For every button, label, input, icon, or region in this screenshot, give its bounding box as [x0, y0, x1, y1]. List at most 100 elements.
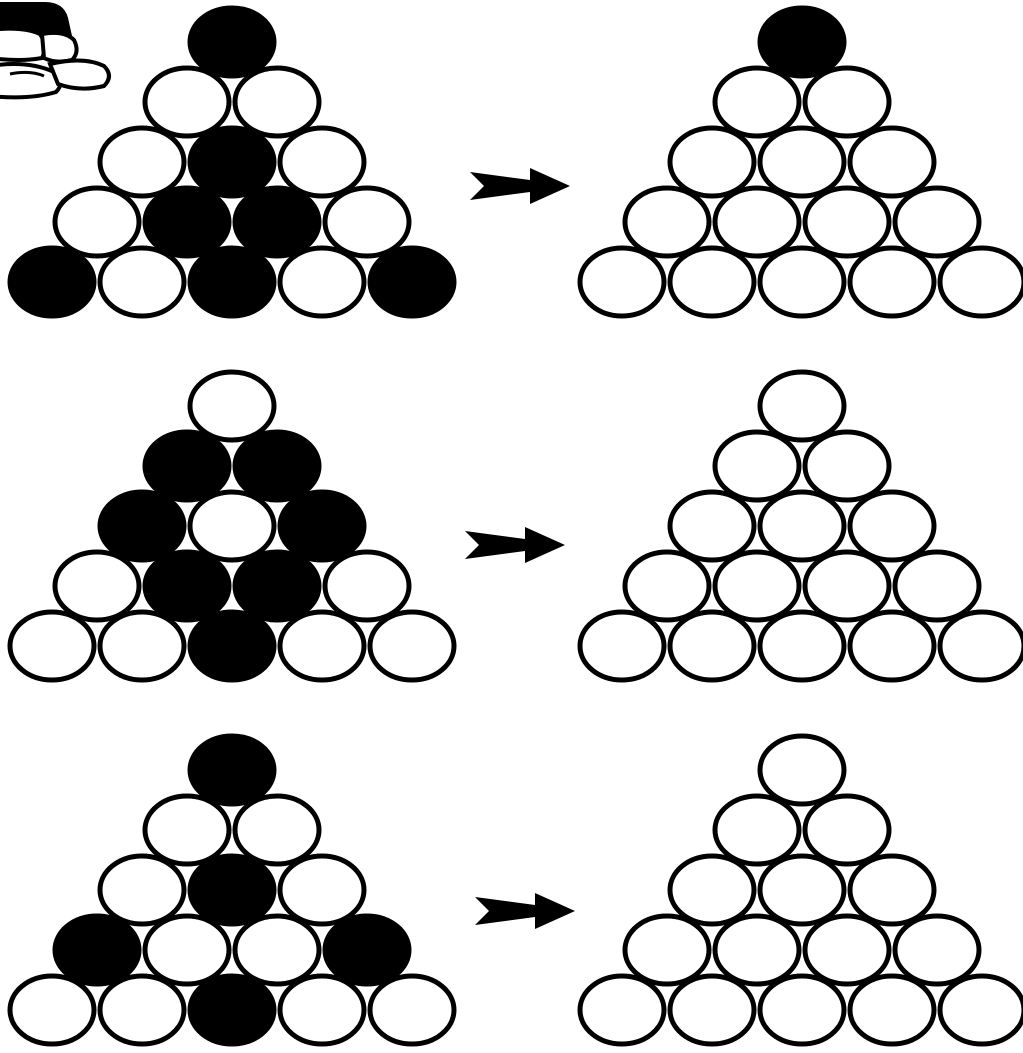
empty-coin[interactable] — [757, 245, 847, 319]
empty-coin[interactable] — [847, 245, 937, 319]
empty-coin[interactable] — [667, 973, 757, 1047]
filled-coin[interactable] — [142, 429, 232, 503]
filled-coin[interactable] — [187, 609, 277, 683]
empty-coin[interactable] — [757, 125, 847, 199]
empty-coin[interactable] — [847, 489, 937, 563]
empty-coin[interactable] — [667, 125, 757, 199]
filled-coin[interactable] — [7, 245, 97, 319]
empty-coin[interactable] — [277, 125, 367, 199]
empty-coin[interactable] — [757, 489, 847, 563]
empty-coin[interactable] — [802, 185, 892, 259]
empty-coin[interactable] — [802, 549, 892, 623]
empty-coin[interactable] — [577, 245, 667, 319]
filled-coin[interactable] — [187, 125, 277, 199]
filled-coin[interactable] — [187, 973, 277, 1047]
empty-coin[interactable] — [277, 609, 367, 683]
empty-coin[interactable] — [667, 609, 757, 683]
empty-coin[interactable] — [712, 549, 802, 623]
empty-coin[interactable] — [937, 609, 1023, 683]
empty-coin[interactable] — [367, 609, 457, 683]
empty-coin[interactable] — [667, 853, 757, 927]
empty-coin[interactable] — [757, 609, 847, 683]
empty-coin[interactable] — [322, 549, 412, 623]
start-triangle — [7, 733, 457, 1047]
empty-coin[interactable] — [187, 369, 277, 443]
empty-coin[interactable] — [232, 65, 322, 139]
filled-coin[interactable] — [142, 549, 232, 623]
right-arrow-icon — [465, 527, 565, 563]
empty-coin[interactable] — [847, 853, 937, 927]
empty-coin[interactable] — [847, 125, 937, 199]
empty-coin[interactable] — [142, 65, 232, 139]
empty-coin[interactable] — [52, 185, 142, 259]
empty-coin[interactable] — [712, 793, 802, 867]
empty-coin[interactable] — [802, 65, 892, 139]
filled-coin[interactable] — [757, 5, 847, 79]
empty-coin[interactable] — [667, 489, 757, 563]
empty-coin[interactable] — [802, 913, 892, 987]
start-triangle — [7, 5, 457, 319]
empty-coin[interactable] — [97, 609, 187, 683]
filled-coin[interactable] — [187, 245, 277, 319]
empty-coin[interactable] — [847, 609, 937, 683]
right-arrow-icon — [475, 893, 575, 929]
empty-coin[interactable] — [367, 973, 457, 1047]
empty-coin[interactable] — [97, 853, 187, 927]
empty-coin[interactable] — [232, 793, 322, 867]
empty-coin[interactable] — [802, 793, 892, 867]
filled-coin[interactable] — [232, 185, 322, 259]
empty-coin[interactable] — [322, 185, 412, 259]
empty-coin[interactable] — [712, 65, 802, 139]
empty-coin[interactable] — [232, 913, 322, 987]
filled-coin[interactable] — [142, 185, 232, 259]
empty-coin[interactable] — [892, 185, 982, 259]
empty-coin[interactable] — [622, 185, 712, 259]
filled-coin[interactable] — [187, 733, 277, 807]
empty-coin[interactable] — [667, 245, 757, 319]
empty-coin[interactable] — [577, 973, 667, 1047]
puzzle-3 — [7, 733, 1023, 1047]
target-triangle — [577, 733, 1023, 1047]
target-triangle — [577, 369, 1023, 683]
empty-coin[interactable] — [142, 793, 232, 867]
filled-coin[interactable] — [97, 489, 187, 563]
empty-coin[interactable] — [622, 549, 712, 623]
filled-coin[interactable] — [367, 245, 457, 319]
target-triangle — [577, 5, 1023, 319]
filled-coin[interactable] — [187, 853, 277, 927]
empty-coin[interactable] — [802, 429, 892, 503]
empty-coin[interactable] — [277, 853, 367, 927]
empty-coin[interactable] — [187, 489, 277, 563]
filled-coin[interactable] — [232, 549, 322, 623]
empty-coin[interactable] — [7, 973, 97, 1047]
empty-coin[interactable] — [712, 185, 802, 259]
empty-coin[interactable] — [937, 973, 1023, 1047]
empty-coin[interactable] — [892, 913, 982, 987]
empty-coin[interactable] — [757, 973, 847, 1047]
empty-coin[interactable] — [52, 549, 142, 623]
empty-coin[interactable] — [97, 125, 187, 199]
filled-coin[interactable] — [52, 913, 142, 987]
empty-coin[interactable] — [142, 913, 232, 987]
empty-coin[interactable] — [937, 245, 1023, 319]
empty-coin[interactable] — [277, 973, 367, 1047]
empty-coin[interactable] — [892, 549, 982, 623]
empty-coin[interactable] — [7, 609, 97, 683]
empty-coin[interactable] — [577, 609, 667, 683]
empty-coin[interactable] — [712, 913, 802, 987]
empty-coin[interactable] — [622, 913, 712, 987]
filled-coin[interactable] — [322, 913, 412, 987]
empty-coin[interactable] — [277, 245, 367, 319]
empty-coin[interactable] — [757, 369, 847, 443]
empty-coin[interactable] — [847, 973, 937, 1047]
filled-coin[interactable] — [232, 429, 322, 503]
filled-coin[interactable] — [187, 5, 277, 79]
empty-coin[interactable] — [97, 973, 187, 1047]
empty-coin[interactable] — [757, 853, 847, 927]
empty-coin[interactable] — [97, 245, 187, 319]
filled-coin[interactable] — [277, 489, 367, 563]
empty-coin[interactable] — [757, 733, 847, 807]
empty-coin[interactable] — [712, 429, 802, 503]
